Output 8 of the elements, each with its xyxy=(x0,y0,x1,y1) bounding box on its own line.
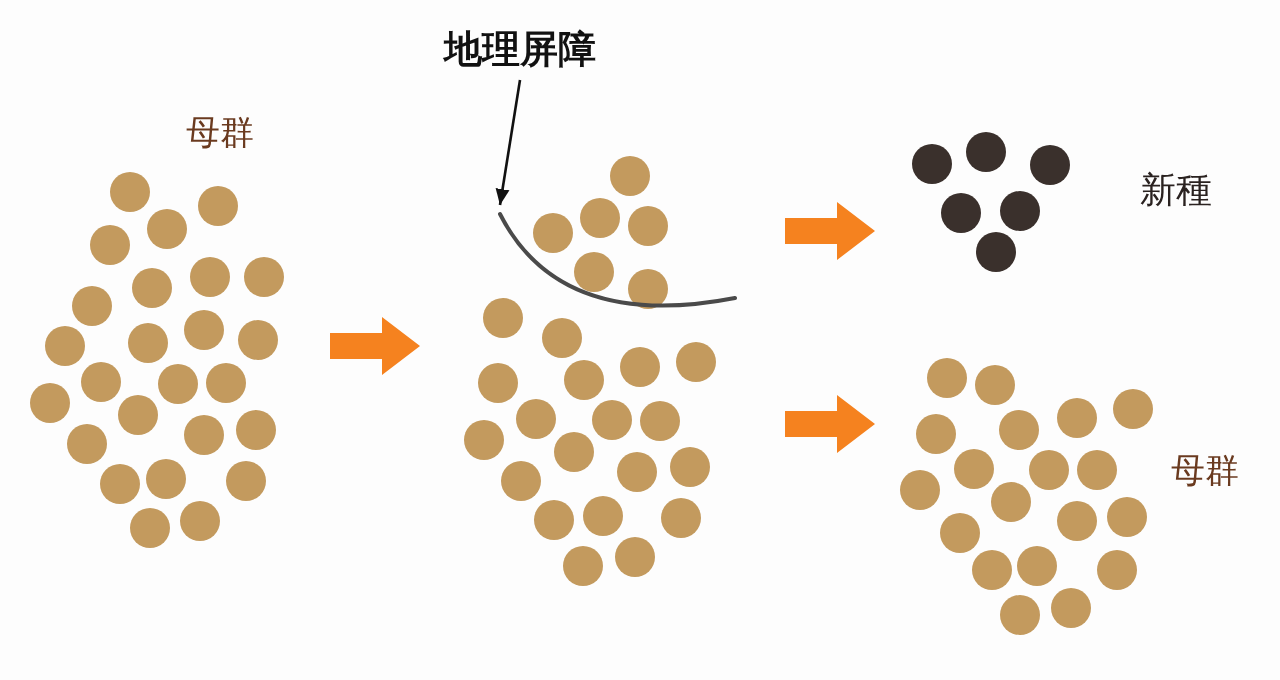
arrow xyxy=(785,395,875,453)
population-label: 母群 xyxy=(186,112,254,152)
barrier-label: 地理屏障 xyxy=(444,29,596,69)
arrow xyxy=(785,202,875,260)
population-label: 母群 xyxy=(1171,450,1239,490)
arrow xyxy=(330,317,420,375)
leader-arrow xyxy=(495,79,522,206)
population-label: 新種 xyxy=(1140,170,1212,210)
